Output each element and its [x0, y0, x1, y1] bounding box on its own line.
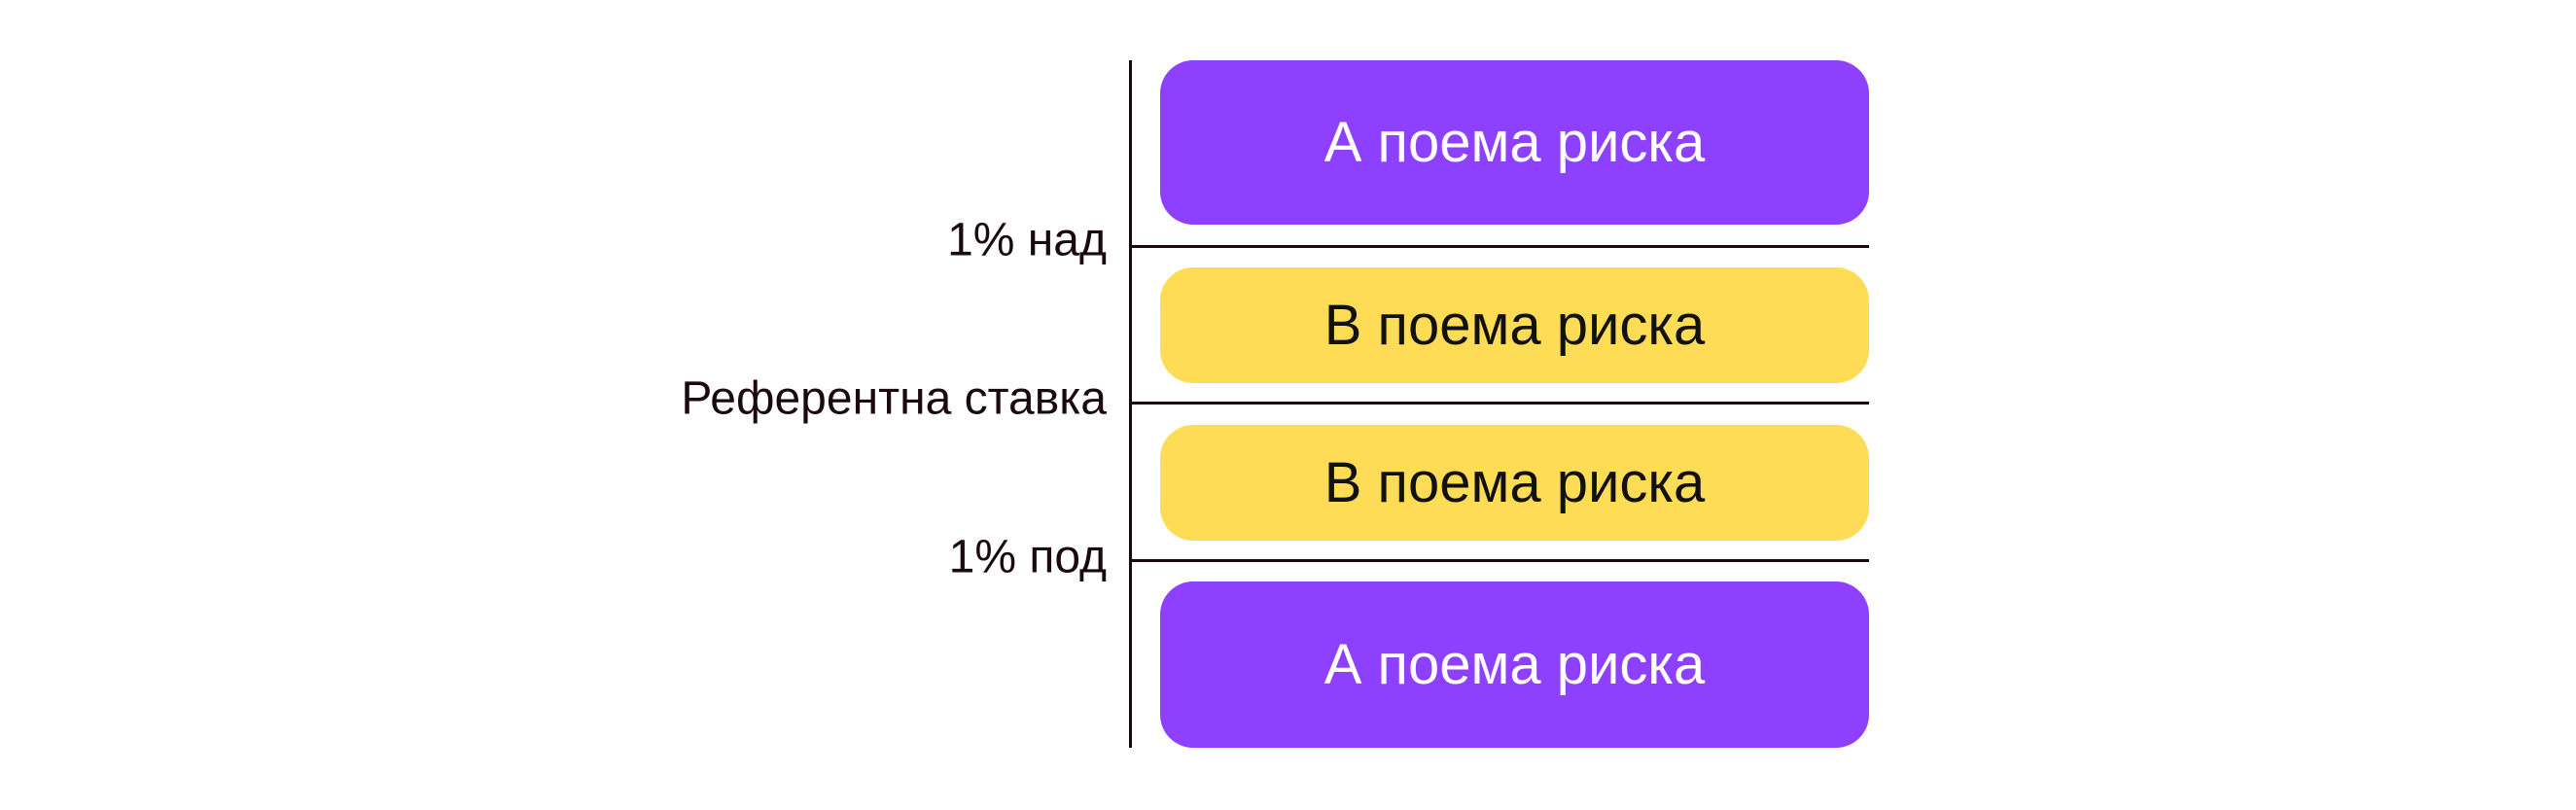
threshold-line-1pct-above	[1132, 245, 1869, 248]
label-reference-rate: Референтна ставка	[681, 372, 1107, 425]
zone-label: В поема риска	[1323, 451, 1706, 514]
zone-label: В поема риска	[1323, 294, 1706, 357]
label-1pct-above: 1% над	[947, 214, 1107, 266]
vertical-axis-line	[1129, 60, 1132, 748]
risk-zone-b-lower: В поема риска	[1160, 425, 1869, 541]
zone-label: А поема риска	[1323, 633, 1706, 696]
risk-zone-a-bottom: А поема риска	[1160, 581, 1869, 748]
reference-rate-line	[1132, 402, 1869, 405]
zone-label: А поема риска	[1323, 111, 1706, 174]
risk-zone-b-upper: В поема риска	[1160, 267, 1869, 383]
label-1pct-below: 1% под	[948, 531, 1107, 583]
threshold-line-1pct-below	[1132, 559, 1869, 562]
risk-zone-a-top: А поема риска	[1160, 60, 1869, 225]
